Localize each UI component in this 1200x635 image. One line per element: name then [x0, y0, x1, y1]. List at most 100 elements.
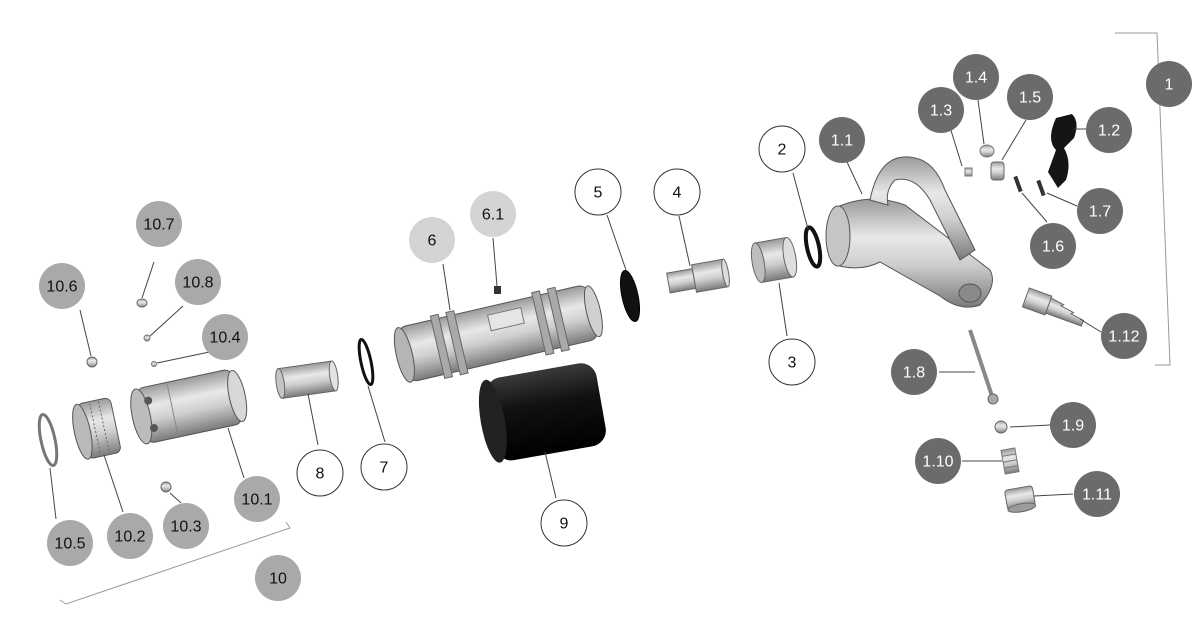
callout-circle-1-2 — [1086, 107, 1132, 153]
callout-label-1-8: 1.8 — [903, 365, 925, 382]
callout-1-7: 1.7 — [1077, 188, 1123, 234]
callout-label-1-9: 1.9 — [1062, 418, 1084, 435]
callout-circle-7 — [360, 443, 408, 491]
callout-label-1-10: 1.10 — [922, 454, 953, 471]
callout-3: 3 — [768, 338, 816, 386]
callout-circle-4 — [653, 168, 701, 216]
callout-circle-1-6 — [1030, 223, 1076, 269]
part-1-8-rod-head — [987, 393, 999, 405]
callout-label-4: 4 — [673, 185, 682, 202]
callout-label-10-2: 10.2 — [114, 529, 145, 546]
part-1-8-rod — [968, 329, 994, 397]
part-10-7-bushing — [136, 298, 148, 308]
part-1-6-spring — [1013, 175, 1023, 193]
callout-label-8: 8 — [316, 466, 325, 483]
part-5-washer — [619, 270, 641, 322]
part-9-grip — [478, 363, 606, 463]
callout-label-1-6: 1.6 — [1042, 239, 1064, 256]
callout-1-12: 1.12 — [1101, 313, 1147, 359]
callout-label-1-7: 1.7 — [1089, 204, 1111, 221]
callout-10-1: 10.1 — [234, 476, 280, 522]
callout-label-10-6: 10.6 — [46, 279, 77, 296]
callout-circle-10-3 — [163, 503, 209, 549]
callout-circle-1-7 — [1077, 188, 1123, 234]
callout-1-11: 1.11 — [1074, 471, 1120, 517]
part-1-9-ball — [994, 420, 1008, 434]
callout-label-1-5: 1.5 — [1019, 90, 1041, 107]
part-10-1-sleeve — [130, 369, 248, 445]
callout-circle-10-7 — [136, 201, 182, 247]
part-10-3-ball — [160, 481, 172, 493]
part-3-collar — [750, 236, 798, 284]
callout-1-5: 1.5 — [1007, 74, 1053, 120]
callout-1-8: 1.8 — [891, 349, 937, 395]
callout-10: 10 — [255, 555, 301, 601]
callout-circle-6 — [409, 217, 455, 263]
callout-circle-8 — [296, 449, 344, 497]
callout-1-2: 1.2 — [1086, 107, 1132, 153]
callout-6: 6 — [409, 217, 455, 263]
part-10-5-retaining-ring — [37, 413, 59, 467]
callout-10-3: 10.3 — [163, 503, 209, 549]
part-7-o-ring — [357, 337, 375, 387]
callout-1-9: 1.9 — [1050, 402, 1096, 448]
callout-9: 9 — [540, 499, 588, 547]
callout-1-10: 1.10 — [915, 438, 961, 484]
callout-label-1-3: 1.3 — [930, 103, 952, 120]
callout-10-5: 10.5 — [47, 520, 93, 566]
callout-label-1-11: 1.11 — [1082, 487, 1112, 504]
callout-label-1-12: 1.12 — [1108, 329, 1139, 346]
callout-label-1-1: 1.1 — [831, 133, 853, 150]
part-10-2-knurled-nut — [72, 397, 121, 460]
callout-label-10: 10 — [269, 571, 287, 588]
callout-label-2: 2 — [778, 142, 787, 159]
callout-4: 4 — [653, 168, 701, 216]
callout-10-6: 10.6 — [39, 263, 85, 309]
callout-circle-10-2 — [107, 513, 153, 559]
callout-label-10-1: 10.1 — [241, 492, 272, 509]
callout-5: 5 — [574, 168, 622, 216]
part-1-10-spring — [1000, 447, 1020, 475]
callout-circle-10 — [255, 555, 301, 601]
callout-label-1: 1 — [1165, 77, 1174, 94]
leader-lines — [49, 99, 1102, 520]
assembly-1-bracket — [1115, 32, 1171, 366]
part-10-4-ball — [151, 361, 157, 367]
callout-label-10-3: 10.3 — [170, 519, 201, 536]
callout-1: 1 — [1146, 61, 1192, 107]
callout-label-7: 7 — [380, 460, 389, 477]
part-1-2-trigger — [1048, 114, 1077, 188]
callout-label-6: 6 — [428, 233, 437, 250]
callout-6-1: 6.1 — [470, 191, 516, 237]
callout-label-10-4: 10.4 — [209, 330, 240, 347]
callout-label-10-8: 10.8 — [182, 275, 213, 292]
callout-label-1-2: 1.2 — [1098, 123, 1120, 140]
callout-8: 8 — [296, 449, 344, 497]
callout-1-4: 1.4 — [953, 54, 999, 100]
callout-circle-1-11 — [1074, 471, 1120, 517]
part-1-5-valve — [990, 161, 1005, 181]
callout-label-6-1: 6.1 — [482, 207, 504, 224]
callout-1-3: 1.3 — [918, 87, 964, 133]
callout-circle-5 — [574, 168, 622, 216]
part-1-1-handle-body — [825, 156, 993, 308]
callout-circle-10-4 — [202, 314, 248, 360]
callout-label-9: 9 — [560, 516, 569, 533]
callout-label-3: 3 — [788, 355, 797, 372]
callout-circle-1-3 — [918, 87, 964, 133]
part-10-6-ball — [86, 356, 98, 368]
part-6-1-set-screw — [494, 286, 501, 294]
part-2-o-ring — [803, 225, 823, 269]
callout-label-10-7: 10.7 — [143, 217, 174, 234]
assembly-10-bracket — [59, 521, 291, 605]
callout-circle-1-12 — [1101, 313, 1147, 359]
callout-7: 7 — [360, 443, 408, 491]
callout-10-7: 10.7 — [136, 201, 182, 247]
part-1-12-hose-barb — [1021, 287, 1085, 327]
part-1-11-plug — [1004, 485, 1037, 513]
callout-2: 2 — [758, 125, 806, 173]
callout-label-5: 5 — [594, 185, 603, 202]
callout-circle-1-4 — [953, 54, 999, 100]
callout-circle-10-5 — [47, 520, 93, 566]
callout-circle-10-6 — [39, 263, 85, 309]
